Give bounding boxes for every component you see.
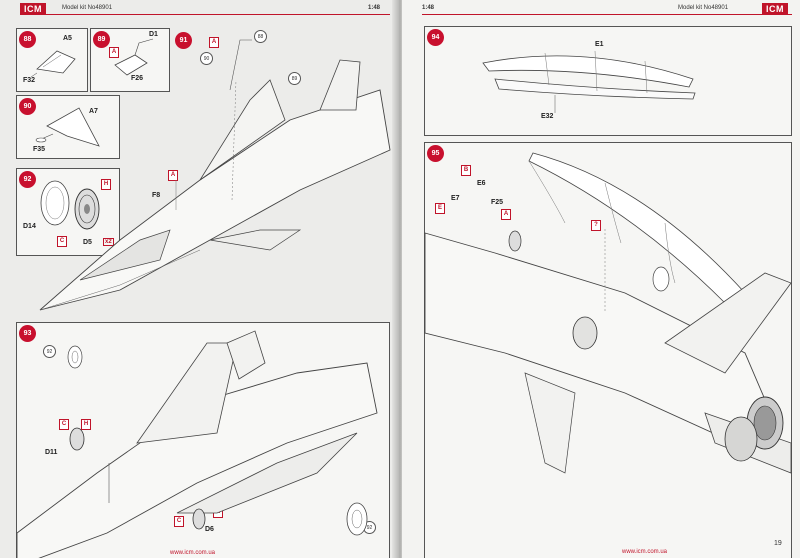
part-label: F8 xyxy=(152,192,161,199)
right-page: 1:48 Model kit No48901 ICM 94 E1 E32 95 … xyxy=(402,0,800,558)
sprue-tag: ? xyxy=(591,220,601,231)
step-92-panel: 92 H C D14 D5 x2 xyxy=(16,168,120,256)
step-90-drawing xyxy=(35,107,100,147)
step-88-drawing xyxy=(30,50,76,78)
step-88-badge: 88 xyxy=(19,31,36,48)
ref-step-89: 89 xyxy=(288,72,301,85)
scale-label: 1:48 xyxy=(368,5,381,11)
step-95-badge: 95 xyxy=(427,145,444,162)
part-label: F32 xyxy=(23,77,36,84)
sprue-tag: A xyxy=(168,170,178,181)
step-92-badge: 92 xyxy=(19,171,36,188)
sprue-tag: H xyxy=(101,179,111,190)
part-label: A7 xyxy=(89,108,98,115)
aircraft-cockpit-drawing xyxy=(39,39,391,311)
sprue-tag: A xyxy=(501,209,511,220)
footer-url: www.icm.com.ua xyxy=(170,550,216,556)
part-label: D5 xyxy=(83,239,92,246)
aircraft-rear-drawing xyxy=(424,152,792,474)
ref-step-88: 88 xyxy=(254,30,267,43)
sprue-tag: C xyxy=(59,419,69,430)
step-89-panel: 89 D1 F26 A xyxy=(90,28,170,92)
step-90-badge: 90 xyxy=(19,98,36,115)
part-label: E6 xyxy=(477,180,486,187)
step-90-panel: 90 A7 F35 xyxy=(16,95,120,159)
canopy-drawing xyxy=(482,50,696,113)
part-label: F26 xyxy=(131,75,144,82)
step-94-panel: 94 E1 E32 xyxy=(424,26,792,136)
step-95-panel: 95 B E A ? E6 E7 F25 xyxy=(424,142,792,558)
model-kit-label: Model kit No48901 xyxy=(678,5,729,11)
part-label: D1 xyxy=(149,31,158,38)
sprue-tag: A xyxy=(209,37,219,48)
sprue-tag: H xyxy=(81,419,91,430)
step-89-badge: 89 xyxy=(93,31,110,48)
part-label: D11 xyxy=(45,449,58,456)
sprue-tag: B xyxy=(461,165,471,176)
ref-step-92: 92 xyxy=(43,345,56,358)
step-94-badge: 94 xyxy=(427,29,444,46)
part-label: E32 xyxy=(541,113,554,120)
part-label: E7 xyxy=(451,195,460,202)
part-label: F25 xyxy=(491,199,504,206)
step-91-badge: 91 xyxy=(175,32,192,49)
ref-step-90: 90 xyxy=(200,52,213,65)
sprue-tag: C xyxy=(57,236,67,247)
step-89-drawing xyxy=(114,38,154,76)
part-label: F35 xyxy=(33,146,46,153)
footer-url: www.icm.com.ua xyxy=(622,549,668,555)
part-label: A5 xyxy=(63,35,72,42)
step-93-panel: 93 92 92 C H C H D11 D6 xyxy=(16,322,390,558)
step-93-badge: 93 xyxy=(19,325,36,342)
part-label: E1 xyxy=(595,41,604,48)
part-label: D14 xyxy=(23,223,36,230)
step-92-drawing xyxy=(40,180,100,230)
sprue-tag: E xyxy=(435,203,445,214)
icm-logo: ICM xyxy=(762,3,788,15)
header-rule xyxy=(422,14,792,15)
page-number: 19 xyxy=(774,540,782,547)
sprue-tag: A xyxy=(109,47,119,58)
icm-logo: ICM xyxy=(20,3,46,15)
scale-label: 1:48 xyxy=(422,5,435,11)
header-rule xyxy=(20,14,390,15)
left-page: ICM Model kit No48901 1:48 88 A5 F32 89 … xyxy=(0,0,398,558)
quantity-badge: x2 xyxy=(103,238,114,246)
aircraft-gear-drawing xyxy=(16,330,378,558)
sprue-tag: C xyxy=(174,516,184,527)
part-label: D6 xyxy=(205,526,214,533)
model-kit-label: Model kit No48901 xyxy=(62,5,113,11)
step-88-panel: 88 A5 F32 xyxy=(16,28,88,92)
